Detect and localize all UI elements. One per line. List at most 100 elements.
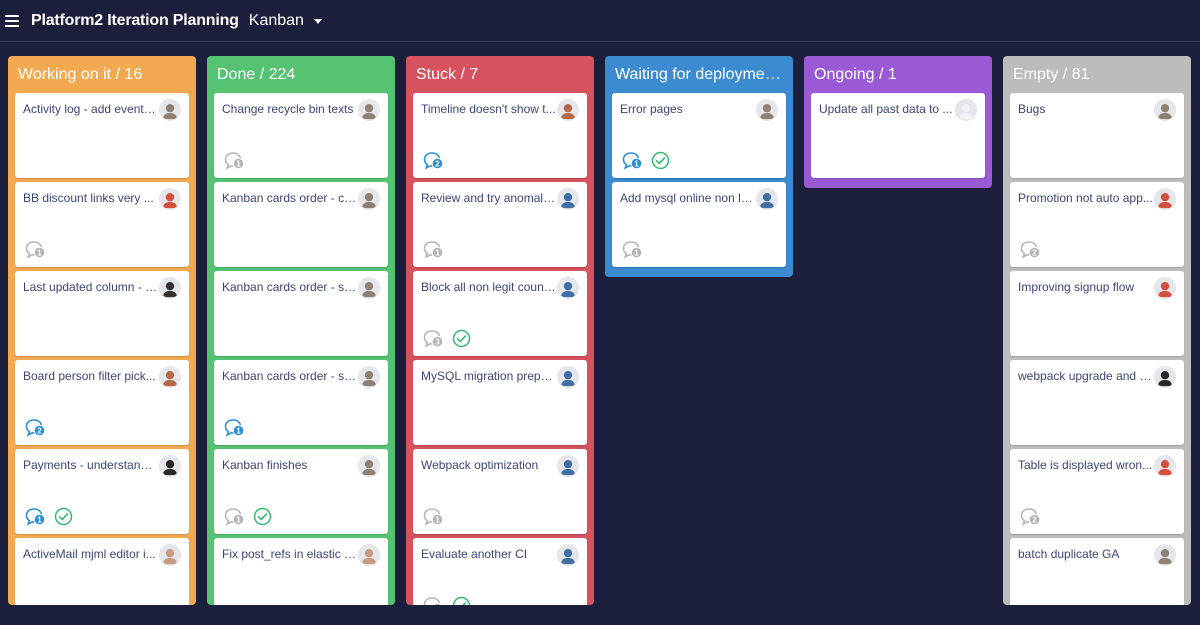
column-header[interactable]: Stuck / 7 [416, 66, 479, 83]
kanban-card[interactable]: Review and try anomaly...1 [413, 182, 587, 267]
avatar[interactable] [159, 99, 181, 121]
card-title: Kanban cards order - sa... [222, 280, 357, 294]
kanban-card[interactable]: Last updated column - a... [15, 271, 189, 356]
kanban-card[interactable]: Timeline doesn't show t...2 [413, 93, 587, 178]
avatar[interactable] [159, 188, 181, 210]
check-circle-icon[interactable] [651, 151, 670, 170]
comment-icon[interactable]: 1 [423, 507, 444, 526]
column-header[interactable]: Waiting for deployment / ... [615, 66, 793, 83]
board-title: Platform2 Iteration Planning [31, 11, 239, 29]
kanban-card[interactable]: Improving signup flow [1010, 271, 1184, 356]
kanban-card[interactable]: Table is displayed wron...2 [1010, 449, 1184, 534]
avatar[interactable] [358, 455, 380, 477]
card-title: BB discount links very ... [23, 191, 154, 205]
comment-icon[interactable]: 2 [25, 418, 46, 437]
kanban-card[interactable]: Kanban cards order - cr... [214, 182, 388, 267]
avatar[interactable] [1154, 455, 1176, 477]
comment-icon[interactable]: 1 [622, 240, 643, 259]
comment-icon[interactable]: 1 [224, 151, 245, 170]
avatar[interactable] [159, 366, 181, 388]
check-circle-icon[interactable] [253, 507, 272, 526]
column-header[interactable]: Empty / 81 [1013, 66, 1090, 83]
kanban-card[interactable]: Fix post_refs in elastic a... [214, 538, 388, 605]
card-footer: 2 [423, 151, 444, 170]
check-circle-icon[interactable] [54, 507, 73, 526]
comment-icon[interactable]: 1 [622, 151, 643, 170]
avatar[interactable] [557, 455, 579, 477]
kanban-card[interactable]: Bugs [1010, 93, 1184, 178]
column-body: Activity log - add event: ...BB discount… [8, 93, 196, 605]
comment-count: 1 [37, 248, 42, 257]
kanban-card[interactable]: Promotion not auto app...2 [1010, 182, 1184, 267]
comment-icon[interactable]: 1 [25, 240, 46, 259]
card-footer: 1 [622, 240, 643, 259]
avatar[interactable] [159, 544, 181, 566]
avatar[interactable] [159, 277, 181, 299]
avatar[interactable] [1154, 544, 1176, 566]
card-title: Kanban finishes [222, 458, 308, 472]
card-title: Bugs [1018, 102, 1046, 116]
comment-icon[interactable]: 1 [423, 596, 444, 605]
check-circle-icon[interactable] [452, 329, 471, 348]
comment-icon[interactable]: 2 [423, 151, 444, 170]
avatar[interactable] [1154, 188, 1176, 210]
kanban-card[interactable]: MySQL migration prepare [413, 360, 587, 445]
hamburger-icon[interactable] [5, 14, 19, 27]
column-header[interactable]: Working on it / 16 [18, 66, 143, 83]
kanban-card[interactable]: Block all non legit count...3 [413, 271, 587, 356]
avatar[interactable] [358, 188, 380, 210]
avatar[interactable] [557, 544, 579, 566]
avatar[interactable] [756, 188, 778, 210]
column-header[interactable]: Done / 224 [217, 66, 296, 83]
comment-icon[interactable]: 1 [224, 418, 245, 437]
view-label: Kanban [248, 11, 304, 29]
avatar[interactable] [1154, 99, 1176, 121]
kanban-card[interactable]: batch duplicate GA [1010, 538, 1184, 605]
kanban-card[interactable]: Payments - understand ...1 [15, 449, 189, 534]
avatar[interactable] [358, 544, 380, 566]
avatar[interactable] [358, 99, 380, 121]
kanban-card[interactable]: Kanban cards order - sa...1 [214, 360, 388, 445]
card-footer: 1 [224, 151, 245, 170]
kanban-card[interactable]: Add mysql online non lo...1 [612, 182, 786, 267]
avatar[interactable] [557, 188, 579, 210]
comment-icon[interactable]: 2 [1020, 507, 1041, 526]
avatar[interactable] [756, 99, 778, 121]
kanban-card[interactable]: Activity log - add event: ... [15, 93, 189, 178]
avatar[interactable] [955, 99, 977, 121]
column-header[interactable]: Ongoing / 1 [814, 66, 897, 83]
column-ongoing: Ongoing / 1 Update all past data to ... [804, 56, 992, 188]
avatar[interactable] [1154, 366, 1176, 388]
check-circle-icon[interactable] [452, 596, 471, 605]
view-selector[interactable]: Kanban [249, 12, 322, 30]
comment-icon[interactable]: 1 [423, 240, 444, 259]
kanban-card[interactable]: Update all past data to ... [811, 93, 985, 178]
card-footer: 1 [423, 240, 444, 259]
avatar[interactable] [159, 455, 181, 477]
avatar[interactable] [1154, 277, 1176, 299]
comment-icon[interactable]: 1 [224, 507, 245, 526]
avatar[interactable] [557, 366, 579, 388]
kanban-card[interactable]: ActiveMail mjml editor i... [15, 538, 189, 605]
avatar[interactable] [358, 366, 380, 388]
comment-count: 2 [1032, 515, 1037, 524]
comment-icon[interactable]: 2 [1020, 240, 1041, 259]
avatar[interactable] [557, 99, 579, 121]
avatar[interactable] [557, 277, 579, 299]
comment-icon[interactable]: 1 [25, 507, 46, 526]
kanban-card[interactable]: Board person filter pick...2 [15, 360, 189, 445]
avatar[interactable] [358, 277, 380, 299]
comment-icon[interactable]: 3 [423, 329, 444, 348]
kanban-card[interactable]: Evaluate another CI1 [413, 538, 587, 605]
kanban-card[interactable]: BB discount links very ... 1 [15, 182, 189, 267]
kanban-card[interactable]: Kanban finishes 1 [214, 449, 388, 534]
kanban-card[interactable]: Kanban cards order - sa... [214, 271, 388, 356]
kanban-card[interactable]: webpack upgrade and o... [1010, 360, 1184, 445]
comment-count: 1 [236, 515, 241, 524]
card-footer: 2 [25, 418, 46, 437]
